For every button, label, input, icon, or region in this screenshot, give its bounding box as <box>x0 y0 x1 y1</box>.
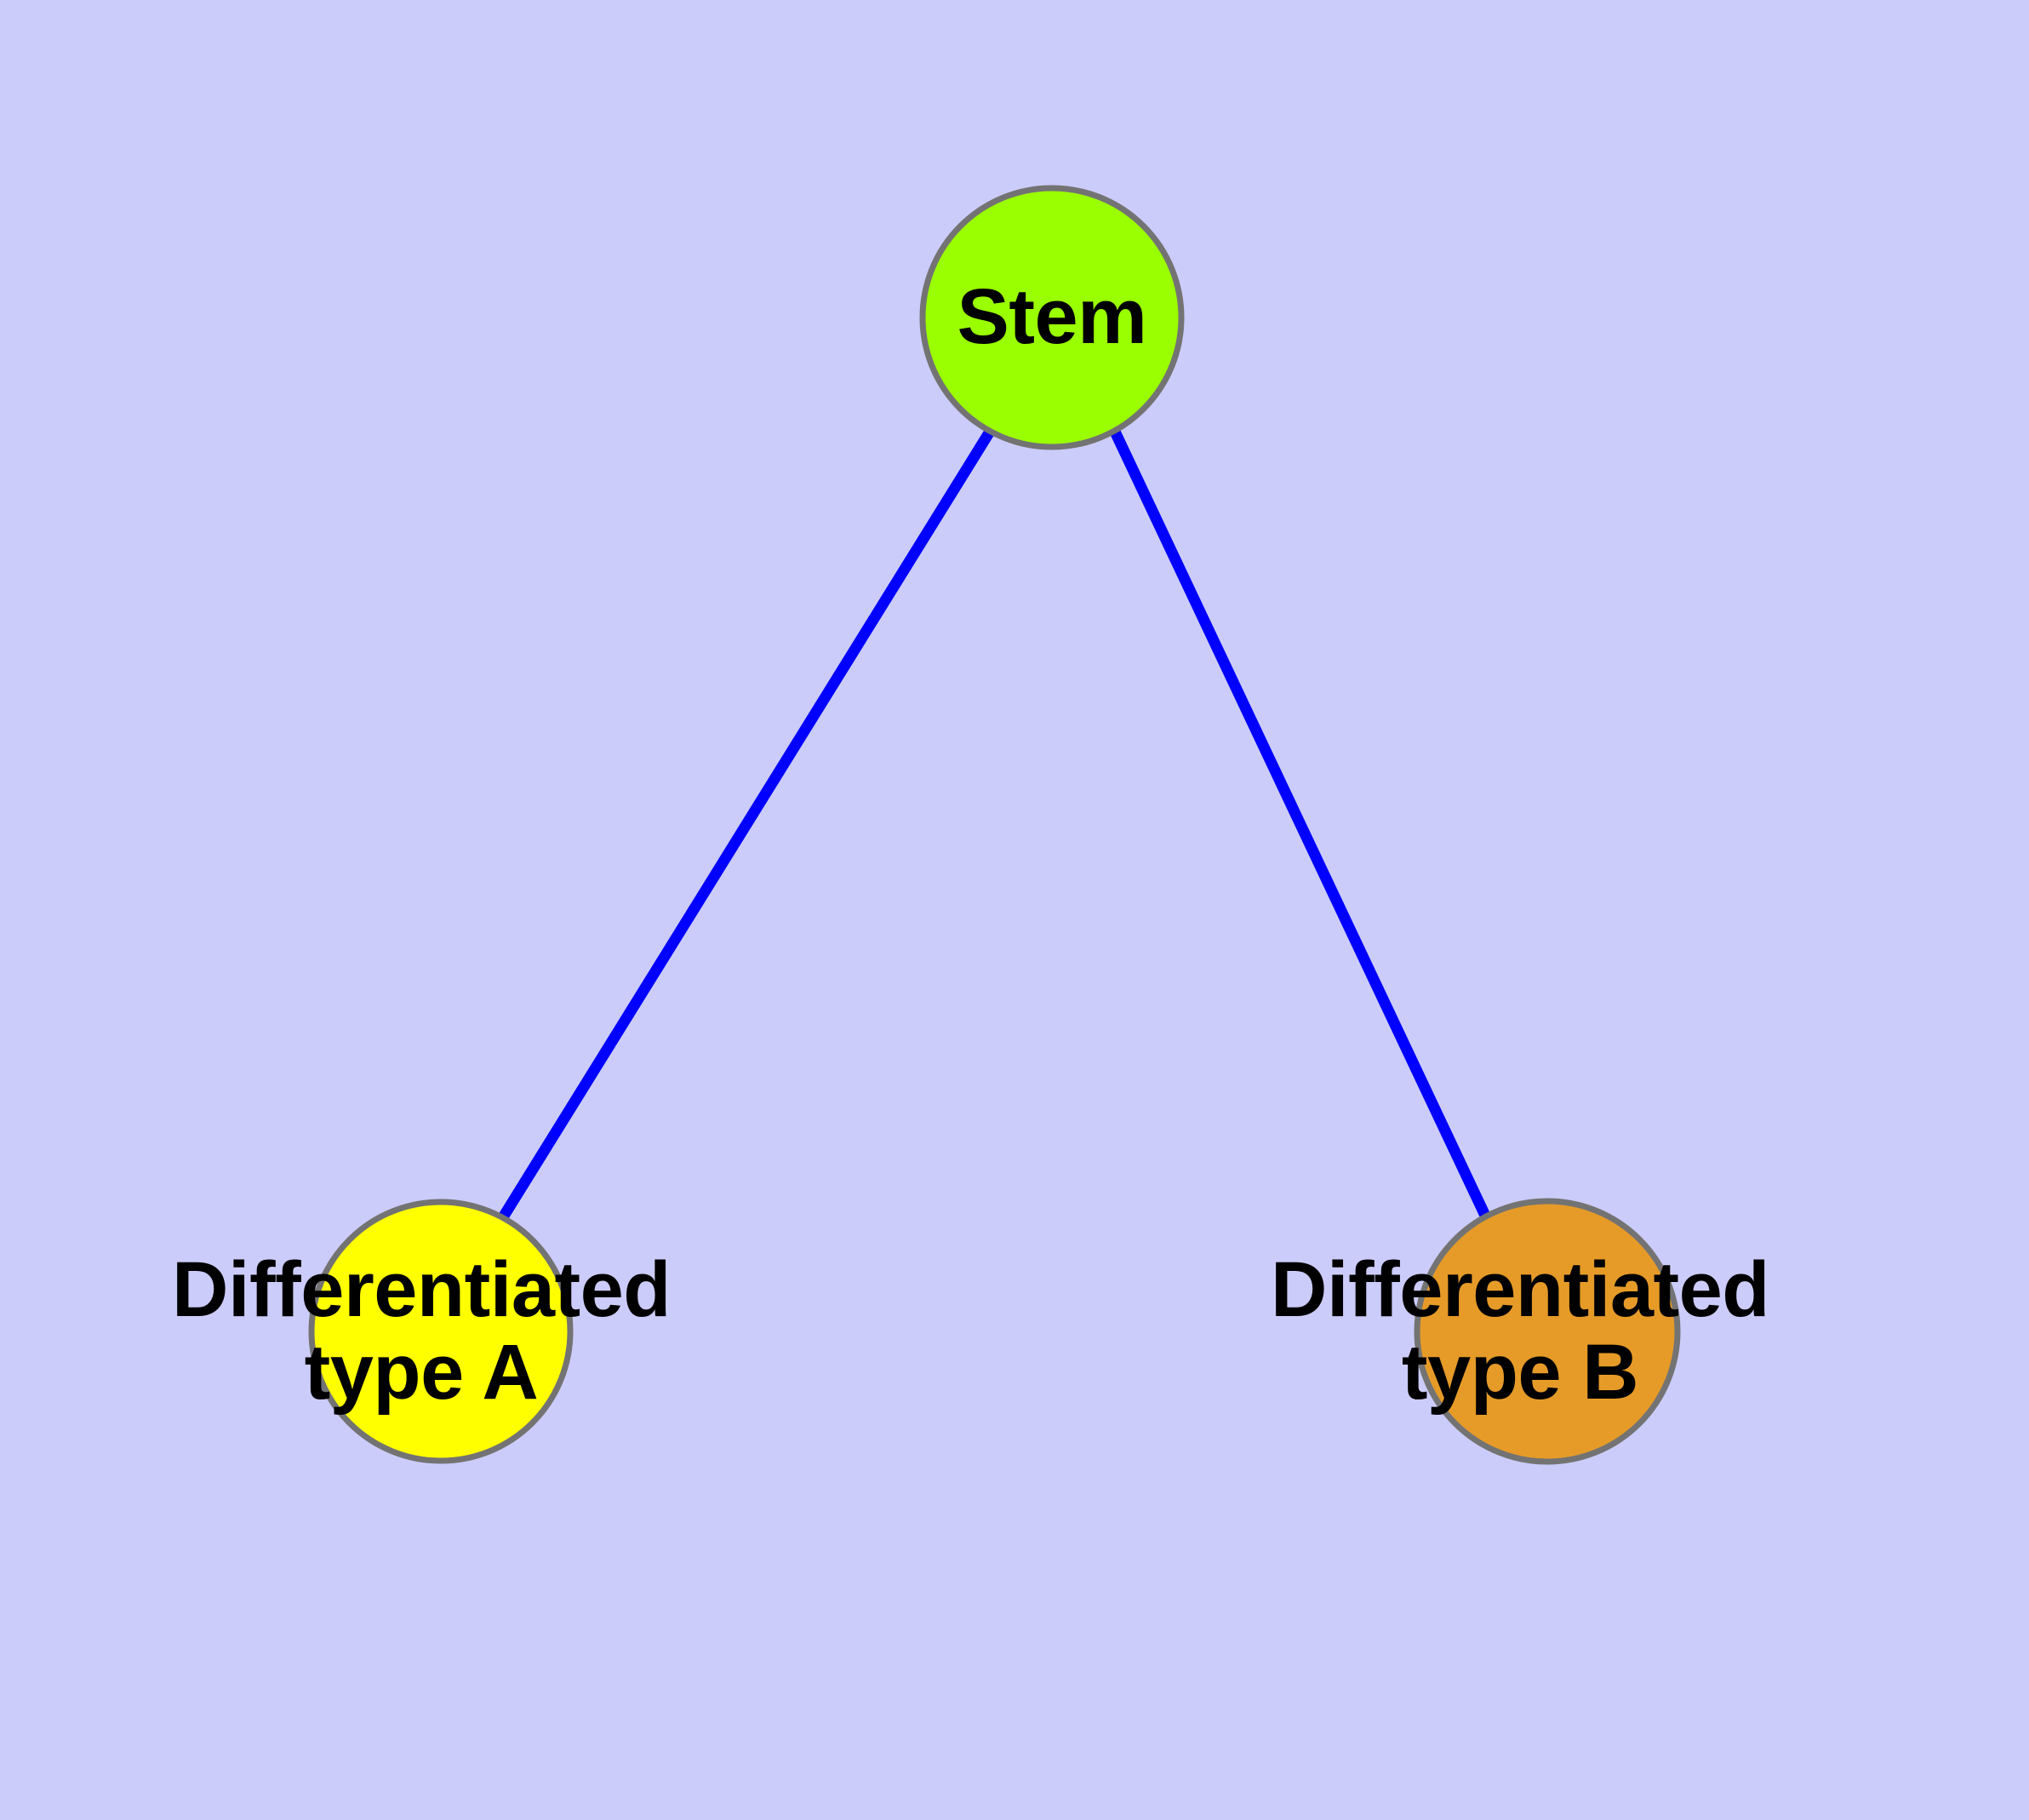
edge-stem-to-diff-a[interactable] <box>498 428 995 1221</box>
edge-layer <box>498 428 1491 1221</box>
node-stem[interactable] <box>919 185 1185 450</box>
node-layer <box>308 185 1681 1465</box>
node-differentiated-type-a[interactable] <box>308 1199 574 1464</box>
node-differentiated-type-b[interactable] <box>1414 1198 1681 1465</box>
edge-stem-to-diff-b[interactable] <box>1110 429 1491 1220</box>
